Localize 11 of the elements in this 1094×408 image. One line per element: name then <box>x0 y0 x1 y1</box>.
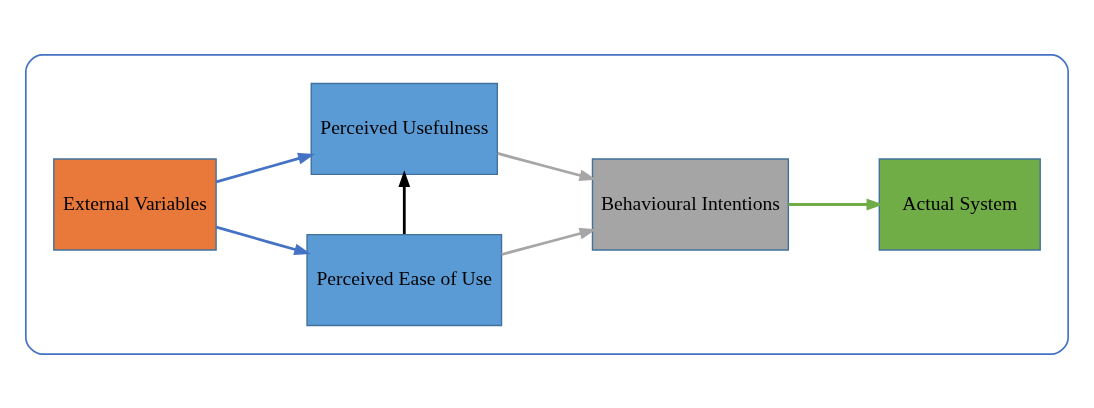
node-box: External Variables <box>53 157 217 251</box>
node-box: Perceived Usefulness <box>310 82 499 175</box>
arrow <box>215 152 315 183</box>
node-box: Behavioural Intentions <box>591 157 790 251</box>
node-box: Perceived Ease of Use <box>306 233 503 326</box>
node-box: Actual System <box>878 157 1041 251</box>
arrow <box>497 151 597 181</box>
cluster <box>24 53 1070 355</box>
arrow <box>501 227 597 256</box>
arrow <box>215 225 312 255</box>
arrow <box>398 169 411 234</box>
